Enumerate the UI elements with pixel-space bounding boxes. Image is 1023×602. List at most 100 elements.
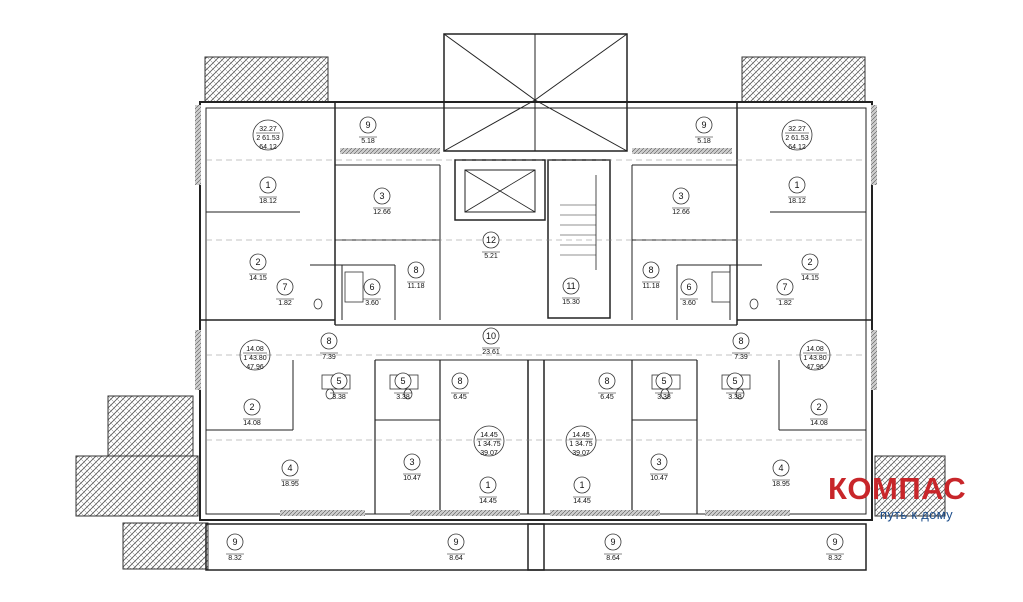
apartment-area-line: 1 34.75 [569, 441, 592, 448]
room-number: 5 [732, 376, 737, 386]
room-number: 8 [738, 336, 743, 346]
room-number-circle [249, 253, 267, 271]
room-number: 5 [661, 376, 666, 386]
apartment-area-line: 64.12 [259, 144, 277, 151]
room-number: 5 [336, 376, 341, 386]
room-label-l-4: 418.95 [281, 459, 299, 488]
room-number-circle [394, 372, 412, 390]
apartment-area-line: 64.12 [788, 144, 806, 151]
apartment-area-line: 1 34.75 [477, 441, 500, 448]
apartment-area-line: 14.08 [806, 346, 824, 353]
apartment-area-line: 47.96 [246, 364, 264, 371]
room-number: 1 [579, 480, 584, 490]
apartment-area-line: 14.45 [572, 432, 590, 439]
apartment-summary-circle [565, 425, 597, 457]
room-number: 5 [400, 376, 405, 386]
apartment-summary-circle [252, 119, 284, 151]
room-area: 1.82 [278, 300, 292, 307]
room-number-circle [479, 476, 497, 494]
room-number: 10 [486, 331, 496, 341]
room-number: 7 [282, 282, 287, 292]
room-area: 10.47 [403, 475, 421, 482]
room-area: 12.66 [373, 209, 391, 216]
room-label-r-4: 418.95 [772, 459, 790, 488]
room-label-r-8-top: 811.18 [642, 261, 660, 290]
room-number-circle [604, 533, 622, 551]
apartment-summary-circle [781, 119, 813, 151]
room-number-circle [726, 372, 744, 390]
room-area: 18.95 [281, 481, 299, 488]
balconies [75, 56, 946, 570]
room-number-circle [801, 253, 819, 271]
room-number-circle [407, 261, 425, 279]
room-number-circle [695, 116, 713, 134]
room-area: 18.12 [259, 198, 277, 205]
room-area: 3.38 [728, 394, 742, 401]
room-area: 1.82 [778, 300, 792, 307]
room-area: 18.12 [788, 198, 806, 205]
room-area: 8.32 [228, 555, 242, 562]
room-label-l-3-top: 312.66 [373, 187, 391, 216]
brand-tagline: путь к дому [880, 507, 953, 522]
wall-sections [195, 105, 877, 516]
axis-lines [206, 159, 866, 441]
room-label-l-8-low: 86.45 [451, 372, 469, 401]
room-number-circle [451, 372, 469, 390]
room-number: 3 [678, 191, 683, 201]
room-number-circle [320, 332, 338, 350]
room-number: 6 [369, 282, 374, 292]
room-number-circle [598, 372, 616, 390]
room-number: 6 [686, 282, 691, 292]
apartment-summary-circle [239, 339, 271, 371]
room-number-circle [562, 277, 580, 295]
balcony-top-right [741, 56, 866, 103]
room-label-r-7: 71.82 [776, 278, 794, 307]
room-number: 9 [832, 537, 837, 547]
room-number-circle [447, 533, 465, 551]
room-label-r-1-low: 114.45 [573, 476, 591, 505]
room-number: 4 [287, 463, 292, 473]
brand-logo: КОМПАС путь к дому [828, 472, 998, 524]
room-area: 14.08 [243, 420, 261, 427]
room-number: 2 [816, 402, 821, 412]
room-area: 7.39 [734, 354, 748, 361]
room-area: 18.95 [772, 481, 790, 488]
room-number: 1 [265, 180, 270, 190]
room-label-l-5b: 53.38 [394, 372, 412, 401]
room-label-l-9-top: 95.18 [359, 116, 377, 145]
room-number: 2 [249, 402, 254, 412]
room-area: 7.39 [322, 354, 336, 361]
room-area: 8.32 [828, 555, 842, 562]
walls [199, 33, 873, 571]
room-area: 8.64 [449, 555, 463, 562]
room-area: 8.64 [606, 555, 620, 562]
room-label-l-9-b2: 98.64 [447, 533, 465, 562]
room-number-circle [672, 187, 690, 205]
room-area: 11.18 [408, 283, 425, 290]
room-number-circle [788, 176, 806, 194]
room-label-r-9-b2: 98.64 [604, 533, 622, 562]
room-number: 7 [782, 282, 787, 292]
room-number-circle [276, 278, 294, 296]
apartment-area-line: 39.07 [480, 450, 498, 457]
room-number-circle [330, 372, 348, 390]
room-label-l-6: 63.60 [363, 278, 381, 307]
room-number: 8 [413, 265, 418, 275]
room-number-circle [642, 261, 660, 279]
balcony-right-lower [874, 455, 946, 517]
room-area: 14.15 [249, 275, 267, 282]
room-label-l-9-b1: 98.32 [226, 533, 244, 562]
room-label-r-9-b1: 98.32 [826, 533, 844, 562]
room-number-circle [373, 187, 391, 205]
apartment-area-line: 14.08 [246, 346, 264, 353]
room-number: 12 [486, 235, 496, 245]
apartment-area-line: 2 61.53 [785, 135, 808, 142]
room-area: 15.30 [562, 299, 580, 306]
room-area: 11.18 [643, 283, 660, 290]
room-label-r-6: 63.60 [680, 278, 698, 307]
room-number-circle [259, 176, 277, 194]
apartment-area-line: 32.27 [788, 126, 806, 133]
